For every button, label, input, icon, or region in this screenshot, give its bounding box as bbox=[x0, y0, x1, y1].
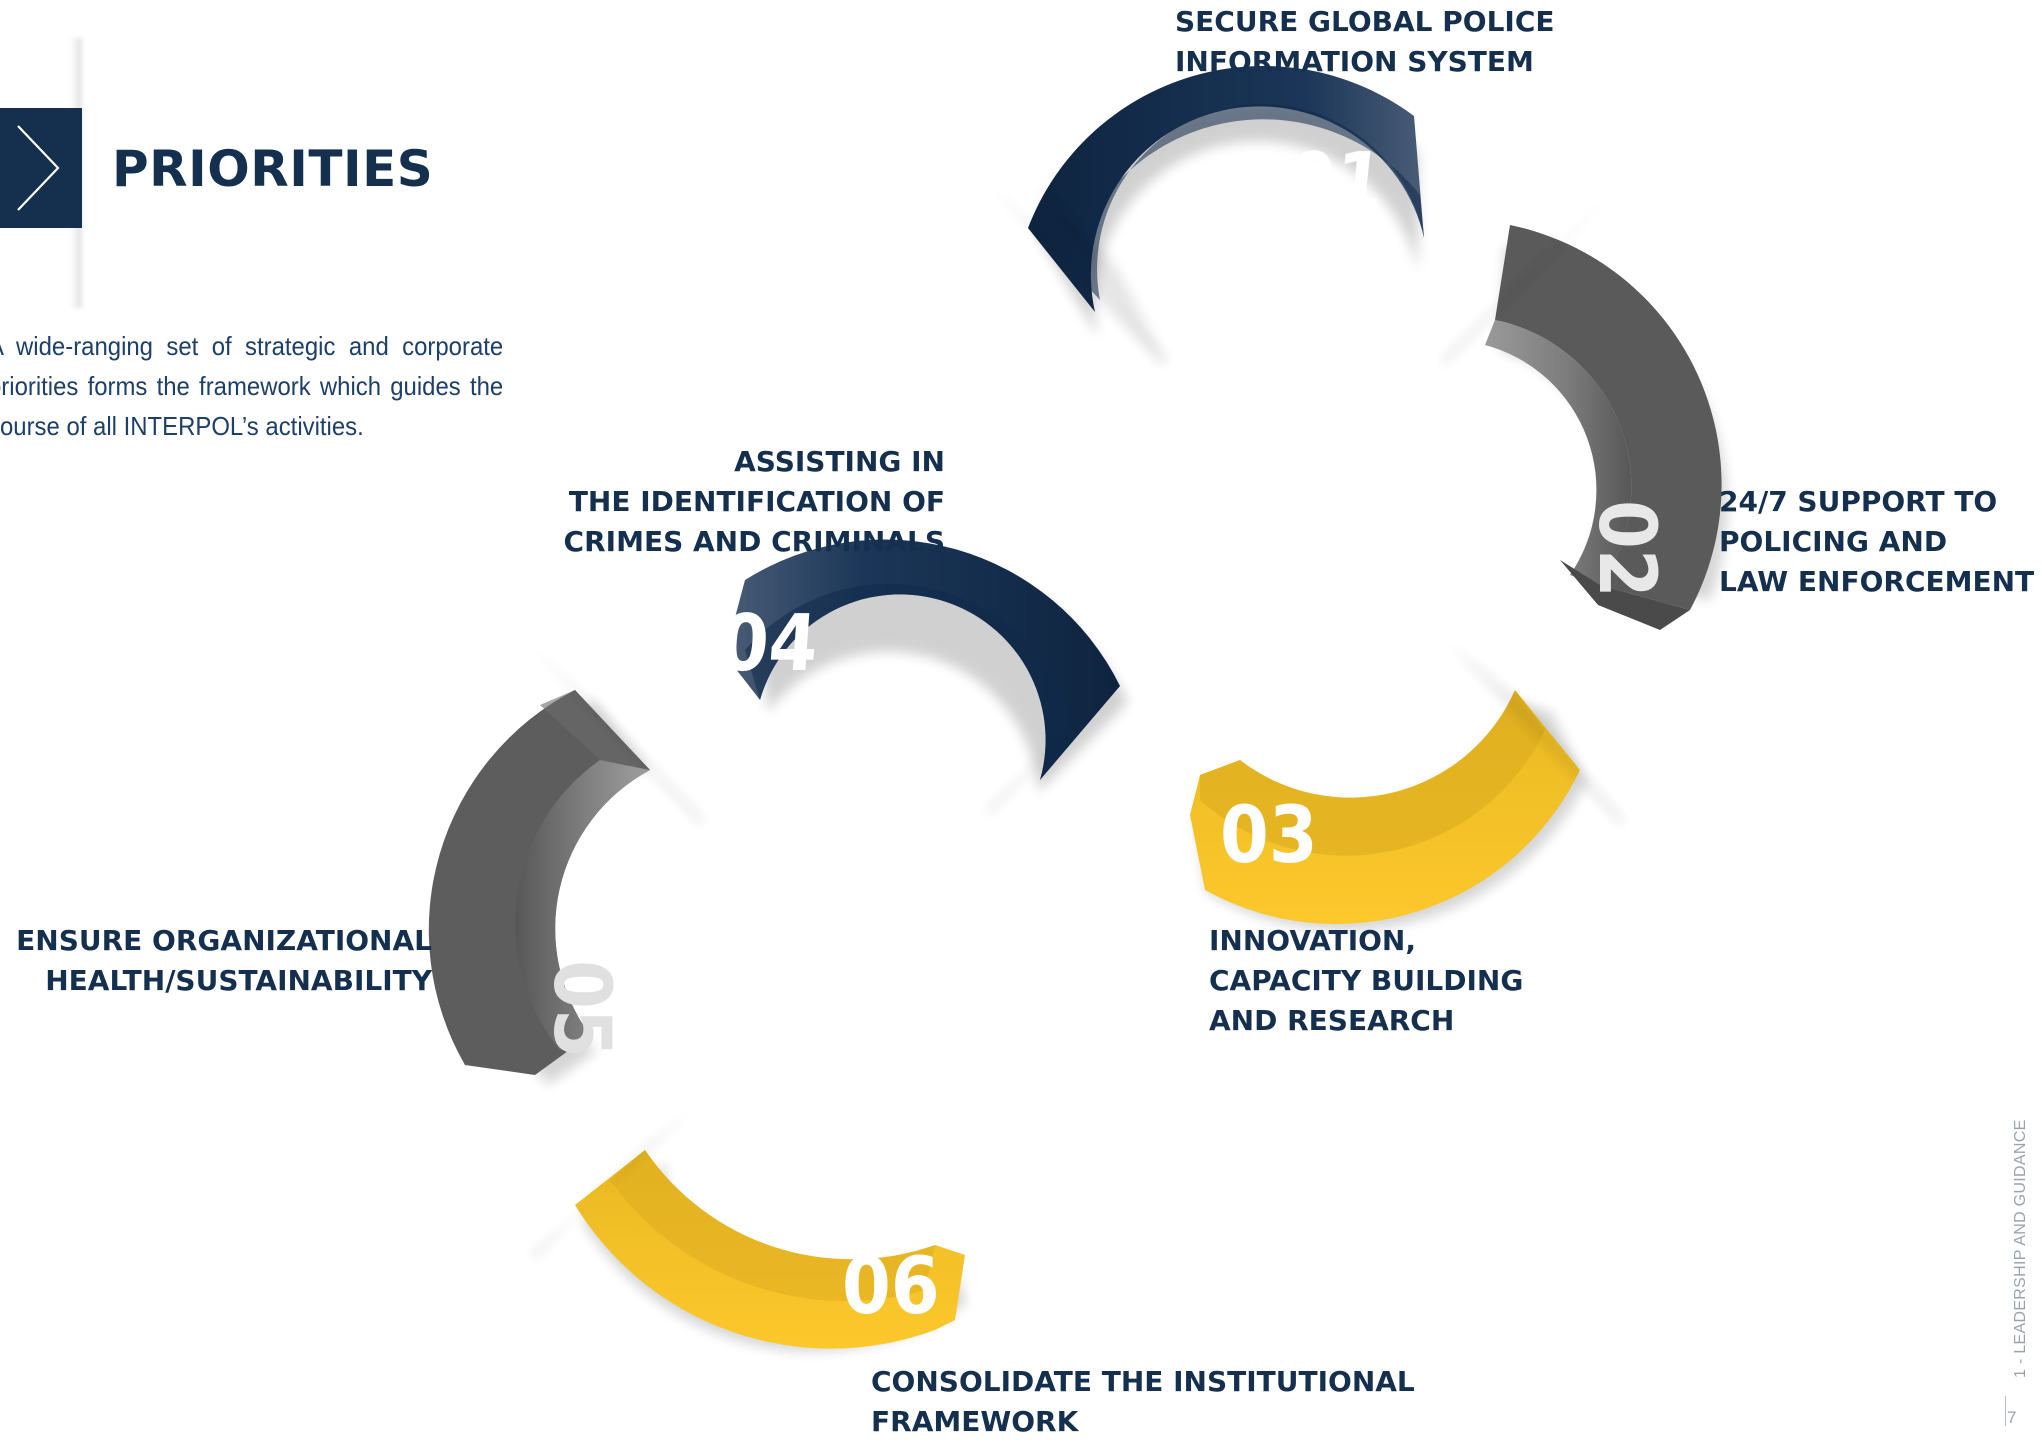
segment-05-number: 05 bbox=[536, 960, 626, 1058]
section-label: 1 - LEADERSHIP AND GUIDANCE bbox=[2012, 1119, 2029, 1378]
page-title: PRIORITIES bbox=[112, 140, 434, 198]
intro-paragraph: A wide-ranging set of strategic and corp… bbox=[0, 331, 504, 441]
segment-03-number: 03 bbox=[1220, 791, 1318, 881]
cut-shadows bbox=[525, 180, 1625, 1260]
segment-02: 02 bbox=[1485, 225, 1728, 630]
segment-06-number: 06 bbox=[842, 1242, 940, 1332]
segment-04-number: 04 bbox=[717, 599, 821, 689]
segment-01-cut-shadow bbox=[1035, 185, 1165, 360]
segment-02-number: 02 bbox=[1581, 500, 1671, 598]
segment-03: 03 bbox=[1190, 690, 1586, 931]
segment-01: 01 bbox=[1028, 66, 1424, 360]
segment-04: 04 bbox=[717, 539, 1128, 792]
header-tab bbox=[0, 108, 82, 228]
label-01: SECURE GLOBAL POLICE INFORMATION SYSTEM bbox=[1175, 5, 1555, 78]
label-02: 24/7 SUPPORT TO POLICING AND LAW ENFORCE… bbox=[1719, 485, 2035, 598]
label-05: ENSURE ORGANIZATIONAL HEALTH/SUSTAINABIL… bbox=[16, 924, 432, 997]
label-03: INNOVATION, CAPACITY BUILDING AND RESEAR… bbox=[1209, 924, 1524, 1037]
segment-05: 05 bbox=[428, 690, 650, 1085]
segment-01-number: 01 bbox=[1281, 136, 1388, 227]
label-04: ASSISTING IN THE IDENTIFICATION OF CRIME… bbox=[563, 445, 945, 558]
segment-06: 06 bbox=[575, 1150, 966, 1352]
label-06: CONSOLIDATE THE INSTITUTIONAL FRAMEWORK bbox=[871, 1365, 1415, 1438]
chevron-right-icon bbox=[17, 125, 60, 211]
page-number: 7 bbox=[2007, 1408, 2017, 1427]
footer-divider-vertical bbox=[2005, 1396, 2006, 1426]
